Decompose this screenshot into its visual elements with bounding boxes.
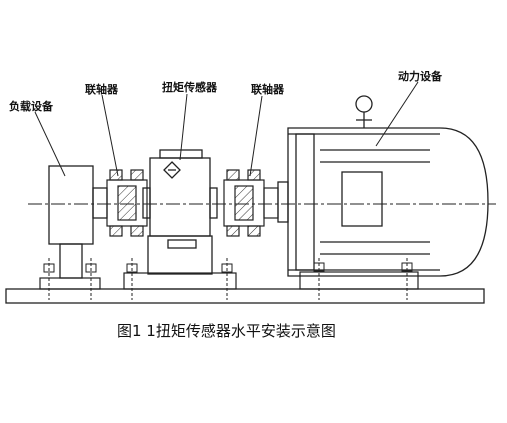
anchor-bolts: [43, 258, 413, 300]
power-device: [277, 95, 489, 277]
coupling-left: [106, 169, 148, 237]
load-device: [48, 165, 108, 279]
label-power-device: 动力设备: [398, 69, 443, 83]
label-coupling-left: 联轴器: [85, 82, 119, 96]
label-torque-sensor: 扭矩传感器: [162, 80, 218, 94]
label-load-device: 负载设备: [9, 99, 54, 113]
figure-caption: 图1 1扭矩传感器水平安装示意图: [117, 322, 336, 340]
leader-lines: [34, 81, 419, 177]
torque-sensor: [142, 149, 218, 275]
label-coupling-right: 联轴器: [251, 82, 285, 96]
coupling-right: [223, 169, 279, 237]
